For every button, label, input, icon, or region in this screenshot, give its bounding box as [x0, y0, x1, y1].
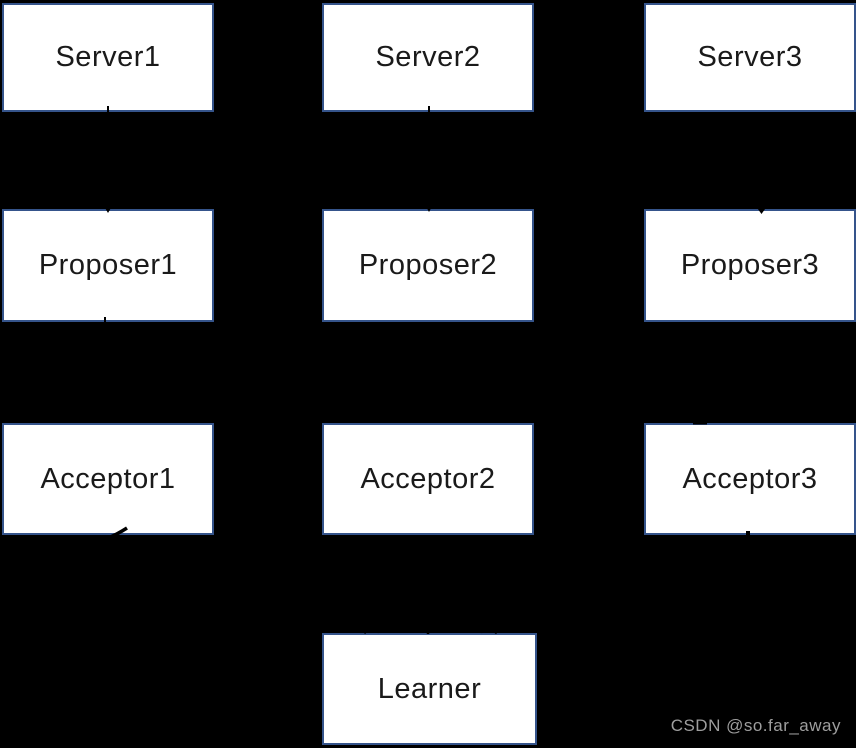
node-acceptor1-label: Acceptor1 [40, 462, 176, 495]
watermark: CSDN @so.far_away [670, 716, 841, 735]
node-server3-label: Server3 [697, 41, 803, 73]
node-proposer2-label: Proposer2 [358, 249, 498, 281]
node-proposer1-label: Proposer1 [38, 249, 178, 281]
node-proposer1: Proposer1 [2, 209, 214, 322]
node-acceptor2-label: Acceptor2 [360, 462, 496, 495]
node-server1: Server1 [2, 3, 214, 112]
node-acceptor1: Acceptor1 [2, 423, 214, 535]
node-server1-label: Server1 [55, 41, 161, 73]
node-proposer3-label: Proposer3 [680, 249, 820, 281]
node-acceptor3-label: Acceptor3 [682, 462, 818, 495]
node-acceptor3: Acceptor3 [644, 423, 856, 535]
node-server3: Server3 [644, 3, 856, 112]
node-proposer2: Proposer2 [322, 209, 534, 322]
node-proposer3: Proposer3 [644, 209, 856, 322]
node-acceptor2: Acceptor2 [322, 423, 534, 535]
node-server2: Server2 [322, 3, 534, 112]
node-learner: Learner [322, 633, 537, 745]
node-server2-label: Server2 [375, 41, 481, 73]
node-learner-label: Learner [377, 672, 482, 705]
